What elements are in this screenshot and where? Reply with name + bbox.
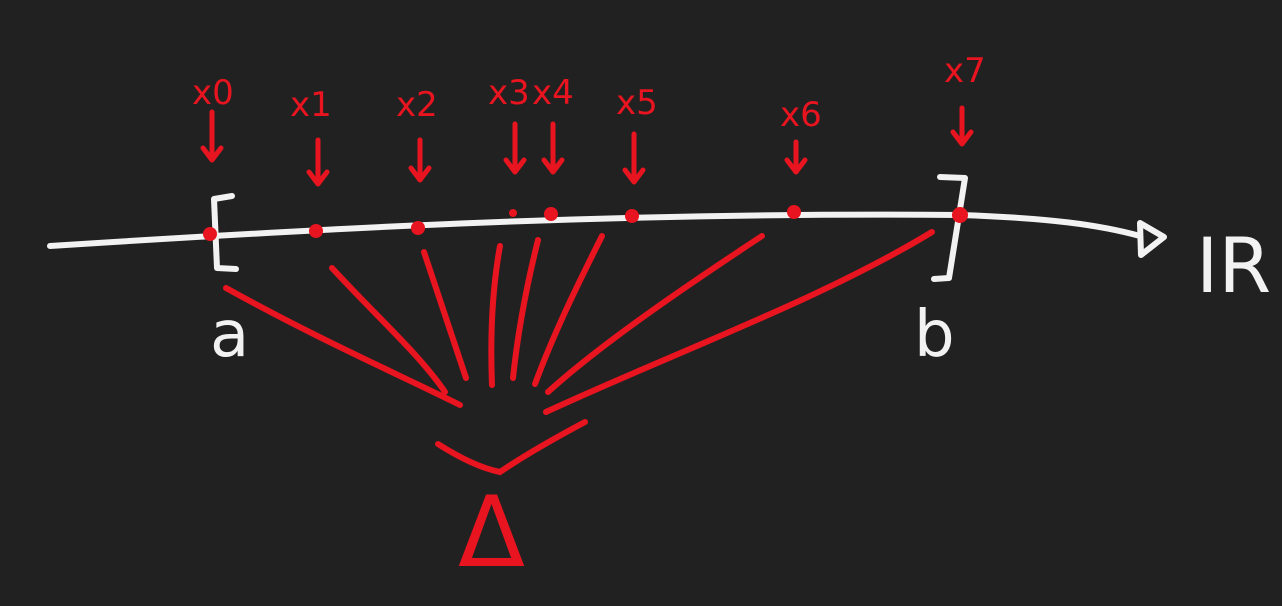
- point-label: x1: [290, 85, 332, 125]
- partition-point-x0: x0: [192, 73, 234, 241]
- interval-end-label: b: [914, 298, 955, 372]
- point-label: x2: [396, 85, 438, 125]
- point-marker: [309, 224, 323, 238]
- down-arrow-icon: [622, 131, 646, 185]
- right-bracket: [931, 174, 968, 282]
- point-label: x0: [192, 73, 234, 113]
- down-arrow-icon: [503, 121, 527, 175]
- point-marker: [787, 205, 801, 219]
- point-marker: [509, 209, 517, 217]
- down-arrow-icon: [306, 137, 330, 187]
- point-marker: [544, 207, 558, 221]
- axis-label: IR: [1196, 221, 1271, 310]
- down-arrow-icon: [408, 137, 432, 183]
- partition-point-x6: x6: [780, 95, 822, 219]
- point-label: x6: [780, 95, 822, 135]
- partition-point-x7: x7: [944, 51, 986, 223]
- point-label: x3: [488, 73, 530, 113]
- point-label: x4: [532, 73, 574, 113]
- partition-point-x1: x1: [290, 85, 332, 238]
- partition-point-x3: x3: [488, 73, 530, 217]
- partition-fan: [223, 229, 935, 476]
- down-arrow-icon: [950, 105, 974, 147]
- point-label: x5: [616, 83, 658, 123]
- down-arrow-icon: [784, 139, 808, 175]
- down-arrow-icon: [200, 109, 224, 163]
- axis-label-text: IR: [1196, 221, 1271, 310]
- partition-point-x2: x2: [396, 85, 438, 235]
- point-marker: [411, 221, 425, 235]
- real-line: [47, 211, 1167, 258]
- partition-symbol: Δ: [458, 476, 525, 590]
- down-arrow-icon: [541, 121, 565, 175]
- partition-point-x4: x4: [532, 73, 574, 221]
- interval-start-label: a: [210, 298, 249, 372]
- point-marker: [625, 209, 639, 223]
- partition-point-x5: x5: [616, 83, 658, 223]
- point-marker: [203, 227, 217, 241]
- point-marker: [952, 207, 968, 223]
- point-label: x7: [944, 51, 986, 91]
- arrow-head: [1137, 220, 1167, 258]
